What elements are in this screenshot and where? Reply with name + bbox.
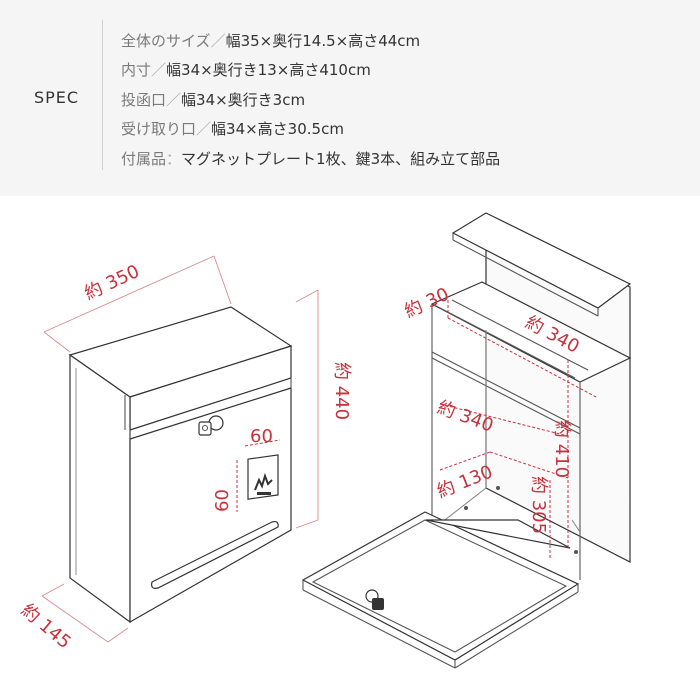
spec-value: 幅34×高さ30.5cm bbox=[211, 120, 344, 138]
depth-dimension-label: 約 145 bbox=[17, 600, 75, 653]
spec-heading: SPEC bbox=[34, 88, 80, 107]
mailbox-front-face bbox=[129, 387, 292, 624]
spec-key: 受け取り口 bbox=[121, 120, 197, 138]
spec-key: 付属品 bbox=[121, 150, 167, 168]
spec-value: 幅35×奥行14.5×高さ44cm bbox=[225, 32, 421, 50]
spec-row-accessories: 付属品：マグネットプレート1枚、鍵3本、組み立て部品 bbox=[121, 148, 500, 169]
nameplate bbox=[247, 454, 279, 500]
handle-slot bbox=[151, 520, 279, 589]
spec-row-mail-slot: 投函口／幅34×奥行き3cm bbox=[121, 89, 305, 110]
spec-row-overall-size: 全体のサイズ／幅35×奥行14.5×高さ44cm bbox=[121, 30, 420, 51]
plate-width-label: 60 bbox=[250, 426, 273, 447]
spec-separator: ／ bbox=[151, 61, 167, 79]
logo-icon bbox=[254, 472, 273, 491]
closed-mailbox-drawing bbox=[41, 255, 319, 643]
door-height-label: 約 305 bbox=[528, 476, 549, 534]
height-dimension-label: 約 440 bbox=[331, 362, 352, 420]
spec-separator: ／ bbox=[210, 32, 226, 50]
open-lid bbox=[451, 212, 632, 309]
spec-separator: ／ bbox=[196, 120, 212, 138]
dimension-diagram: 約 350 約 440 約 145 60 60 bbox=[17, 212, 632, 669]
key-lock-icon bbox=[198, 415, 224, 436]
plate-height-label: 60 bbox=[212, 489, 233, 512]
spec-value: マグネットプレート1枚、鍵3本、組み立て部品 bbox=[181, 150, 501, 168]
spec-separator: ／ bbox=[166, 91, 182, 109]
spec-separator: ： bbox=[166, 150, 182, 168]
inner-height-label: 約 410 bbox=[551, 420, 572, 478]
spec-key: 投函口 bbox=[121, 91, 167, 109]
mailbox-side-face bbox=[69, 353, 131, 624]
slot-depth-label: 約 30 bbox=[401, 284, 452, 323]
slot-opening bbox=[430, 281, 632, 383]
spec-key: 全体のサイズ bbox=[121, 32, 211, 50]
spec-value: 幅34×奥行き13×高さ410cm bbox=[166, 61, 371, 79]
width-dimension-label: 約 350 bbox=[81, 261, 143, 305]
door-lock-icon bbox=[365, 589, 384, 610]
open-mailbox-drawing bbox=[301, 212, 632, 669]
inner-depth-label: 約 130 bbox=[434, 461, 496, 502]
spec-row-inner-size: 内寸／幅34×奥行き13×高さ410cm bbox=[121, 59, 371, 80]
spec-row-pickup-door: 受け取り口／幅34×高さ30.5cm bbox=[121, 118, 344, 139]
spec-panel: SPEC 全体のサイズ／幅35×奥行14.5×高さ44cm 内寸／幅34×奥行き… bbox=[0, 0, 700, 196]
spec-divider bbox=[102, 20, 103, 170]
spec-key: 内寸 bbox=[121, 61, 152, 79]
spec-value: 幅34×奥行き3cm bbox=[181, 91, 306, 109]
